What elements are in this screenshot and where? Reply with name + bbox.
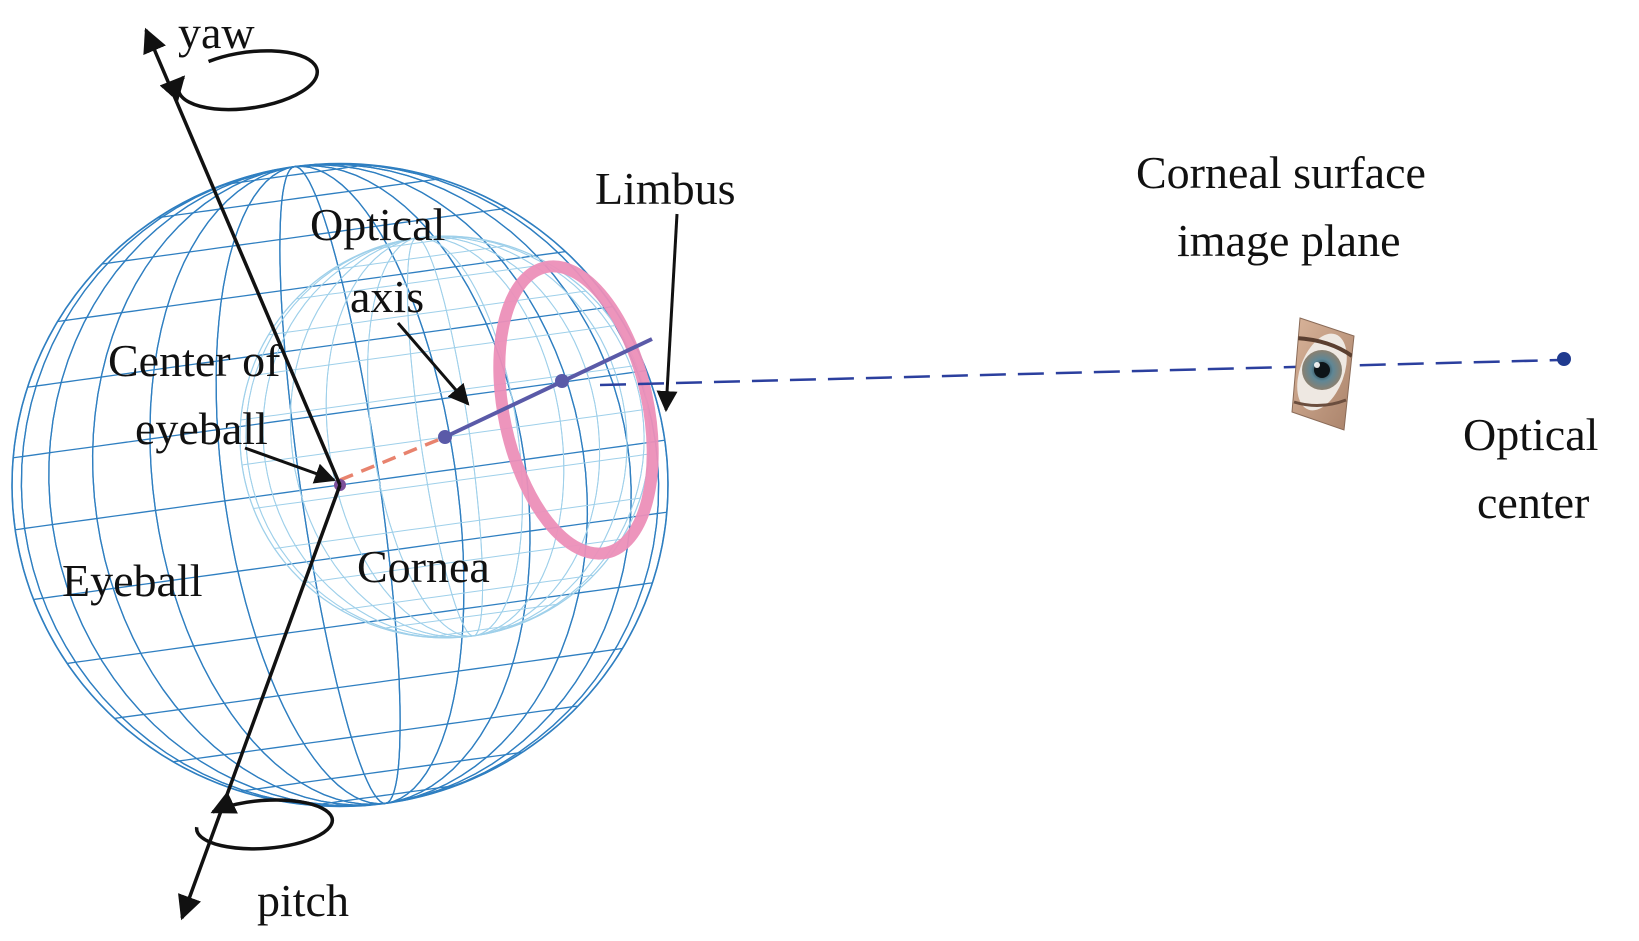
optical-center-dot (1557, 352, 1571, 366)
limbus-center-point (555, 374, 569, 388)
mesh-longitude-line (294, 164, 589, 804)
mesh-longitude-line (325, 237, 474, 638)
mesh-longitude-line (294, 163, 632, 804)
mesh-longitude-line (416, 236, 565, 637)
pitch-rotation-arrow-icon (194, 791, 335, 851)
mesh-longitude-line (20, 166, 386, 807)
center-of-eyeball-label-line2: eyeball (135, 403, 268, 454)
cornea-center-point (438, 430, 452, 444)
optical-center-label-line1: Optical (1463, 409, 1598, 460)
pitch-label: pitch (257, 875, 349, 926)
cornea-label: Cornea (357, 541, 490, 592)
mesh-longitude-line (279, 166, 386, 804)
mesh-longitude-line (406, 237, 474, 637)
projection-line (599, 358, 1561, 387)
mesh-longitude-line (416, 235, 645, 637)
mesh-outline (11, 162, 669, 808)
cornea-wireframe (239, 235, 651, 639)
mesh-longitude-line (215, 166, 386, 805)
optical-axis-line (444, 337, 653, 439)
mesh-longitude-line (289, 237, 474, 638)
mesh-longitude-line (245, 237, 474, 639)
corneal-plane-label-line1: Corneal surface (1136, 147, 1426, 198)
mesh-longitude-line (48, 166, 386, 807)
mesh-longitude-line (367, 237, 474, 637)
mesh-longitude-line (294, 165, 531, 804)
eyeball-to-cornea-line (339, 435, 446, 482)
mesh-latitude-line (253, 453, 650, 509)
optical-axis-label-line2: axis (350, 271, 424, 322)
mesh-longitude-line (215, 166, 386, 805)
mesh-latitude-line (249, 325, 616, 377)
mesh-longitude-line (416, 237, 523, 637)
mesh-latitude-line (311, 784, 457, 806)
eyeball-label: Eyeball (62, 555, 203, 606)
eyeball-wireframe (11, 162, 669, 808)
mesh-longitude-line (294, 165, 465, 804)
optical-axis-leader-arrow (396, 322, 470, 406)
rotation-axis-down (178, 484, 342, 921)
mesh-longitude-line (262, 237, 474, 639)
limbus-label: Limbus (595, 163, 736, 214)
mesh-longitude-line (91, 166, 386, 806)
mesh-longitude-line (294, 165, 465, 804)
mesh-latitude-line (427, 624, 519, 638)
optical-axis-label-line1: Optical (310, 199, 445, 250)
mesh-latitude-line (223, 164, 369, 186)
mesh-longitude-line (416, 235, 628, 637)
mesh-longitude-line (416, 236, 601, 637)
mesh-longitude-line (149, 166, 386, 805)
center-of-eyeball-label-line1: Center of (108, 335, 281, 386)
yaw-label: yaw (178, 7, 255, 58)
limbus-ring (493, 260, 659, 560)
center-of-eyeball-leader-arrow (244, 446, 336, 484)
optical-center-label-line2: center (1477, 477, 1589, 528)
limbus-leader-arrow (656, 213, 679, 413)
eye-image-icon (1291, 317, 1355, 431)
mesh-longitude-line (416, 237, 484, 637)
corneal-plane-label-line2: image plane (1177, 215, 1401, 266)
rotation-axis-up (143, 27, 342, 486)
mesh-longitude-line (279, 166, 386, 804)
yaw-rotation-arrow-icon (159, 49, 320, 112)
